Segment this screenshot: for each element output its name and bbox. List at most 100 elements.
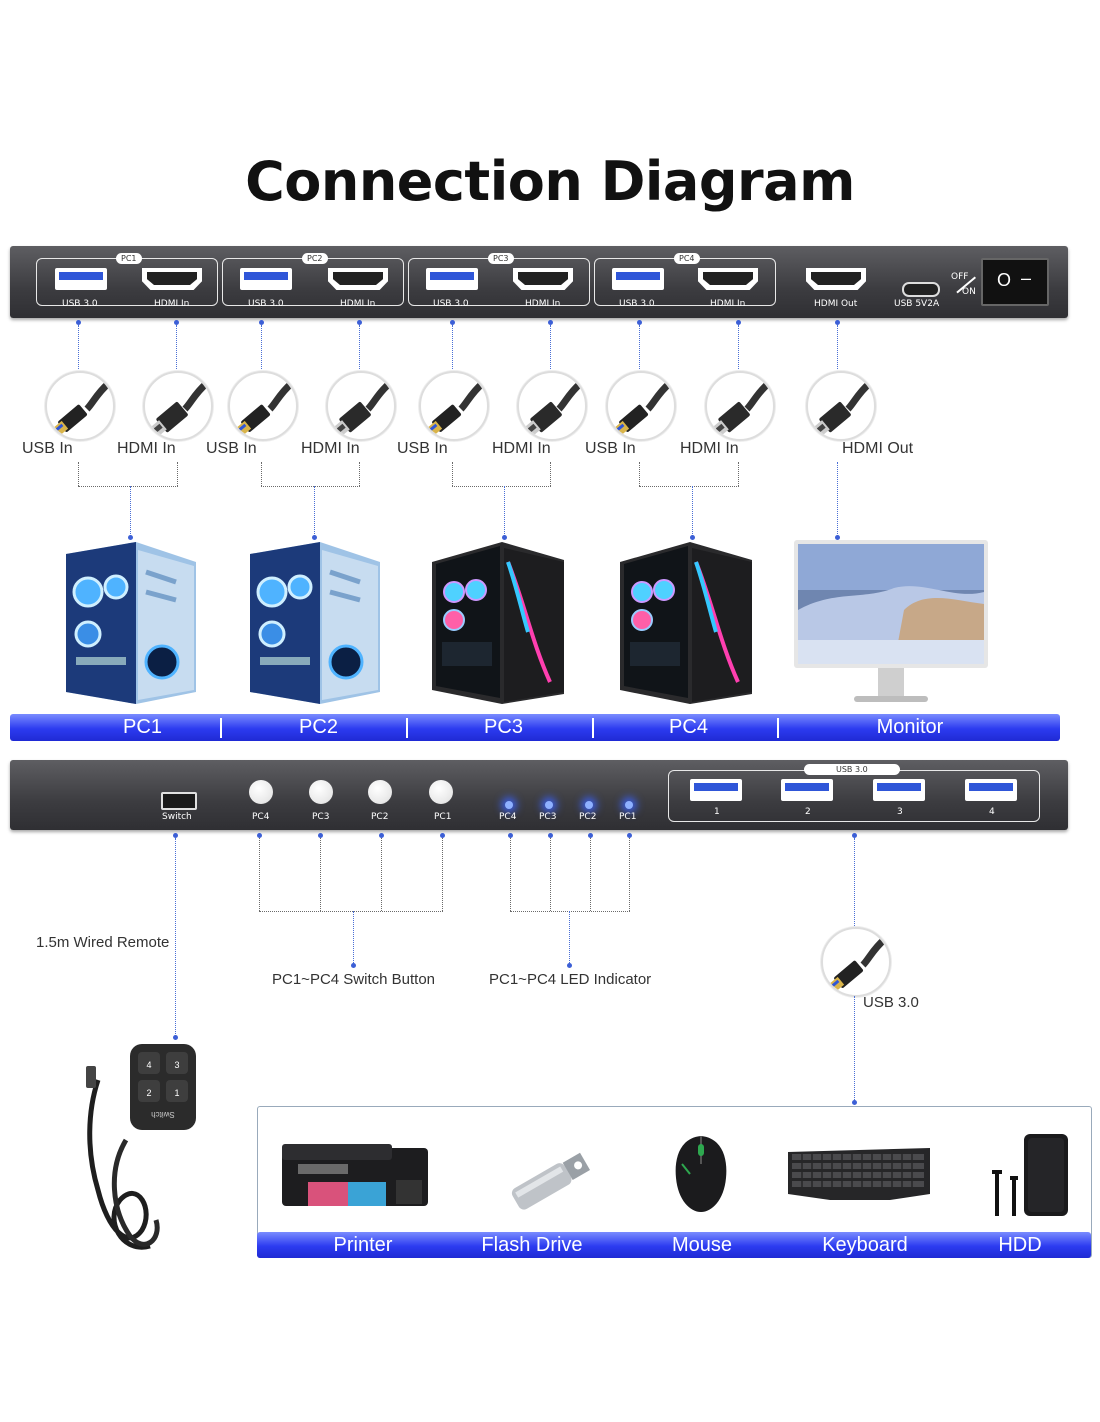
switch-button-pc4[interactable] — [249, 780, 273, 804]
connector-line — [78, 325, 79, 369]
connector-dot — [440, 833, 445, 838]
cable-label: HDMI Out — [842, 440, 914, 457]
hdmi-port-label-pc3: HDMI In — [525, 299, 561, 309]
connector-dot — [852, 833, 857, 838]
bracket-line — [381, 838, 382, 911]
connector-line — [854, 838, 855, 926]
button-label: PC3 — [312, 812, 330, 822]
bar-label-keyboard: Keyboard — [822, 1234, 908, 1256]
bracket-line — [639, 486, 739, 487]
bracket-line — [359, 462, 360, 486]
power-on-label: ON — [962, 287, 976, 297]
connector-line — [314, 486, 315, 536]
pc-tower-image-pc3 — [432, 542, 564, 704]
pc-tower-image-pc2 — [250, 542, 380, 704]
bracket-line — [629, 838, 630, 911]
pc-tower-image-pc4 — [620, 542, 752, 704]
remote-key-3: 3 — [174, 1060, 179, 1070]
usb-in-port-pc3 — [426, 268, 478, 290]
button-label: PC4 — [252, 812, 270, 822]
annotation-usb: USB 3.0 — [863, 994, 919, 1011]
led-indicator-pc1 — [625, 801, 633, 809]
remote-key-4: 4 — [146, 1060, 151, 1070]
hdmi-out-label: HDMI Out — [814, 299, 858, 309]
connector-dot — [76, 320, 81, 325]
connector-dot — [128, 535, 133, 540]
connector-dot — [835, 320, 840, 325]
connector-line — [692, 486, 693, 536]
front-usb-port-number: 3 — [897, 807, 903, 817]
connector-dot — [379, 833, 384, 838]
connector-line — [854, 996, 855, 1102]
bracket-line — [639, 462, 640, 486]
hdmi-in-port-pc3 — [513, 268, 573, 290]
connector-dot — [690, 535, 695, 540]
usb-a-cable-icon — [606, 371, 676, 441]
connector-line — [837, 325, 838, 369]
connector-dot — [257, 833, 262, 838]
bar-label-hdd: HDD — [998, 1234, 1042, 1256]
bar-label-pc3: PC3 — [484, 716, 523, 738]
connector-dot — [548, 833, 553, 838]
connector-dot — [736, 320, 741, 325]
connector-dot — [548, 320, 553, 325]
hdmi-in-port-pc4 — [698, 268, 758, 290]
mouse-image — [672, 1134, 730, 1214]
usb-a-cable-icon — [228, 371, 298, 441]
connector-dot — [637, 320, 642, 325]
device-label-bar-bottom: Printer Flash Drive Mouse Keyboard HDD — [257, 1232, 1091, 1258]
connector-dot — [567, 963, 572, 968]
power-rocker-switch[interactable]: O – — [981, 258, 1049, 306]
connector-line — [550, 325, 551, 369]
usb-port-label-pc3: USB 3.0 — [433, 299, 469, 309]
hdmi-cable-icon — [705, 371, 775, 441]
group-tag-pc2: PC2 — [302, 253, 328, 264]
hdmi-port-label-pc1: HDMI In — [154, 299, 190, 309]
switch-button-pc2[interactable] — [368, 780, 392, 804]
bracket-line — [550, 838, 551, 911]
bar-label-monitor: Monitor — [876, 716, 944, 738]
device-label-bar-top: PC1 PC2 PC3 PC4 Monitor — [10, 714, 1060, 741]
connector-dot — [502, 535, 507, 540]
rocker-off-symbol: O — [997, 270, 1012, 290]
cable-label: HDMI In — [492, 440, 551, 457]
connector-dot — [508, 833, 513, 838]
bracket-line — [510, 838, 511, 911]
bracket-line — [320, 838, 321, 911]
bar-label-pc4: PC4 — [669, 716, 708, 738]
cable-label: USB In — [397, 440, 448, 457]
connector-line — [359, 325, 360, 369]
connector-dot — [588, 833, 593, 838]
led-indicator-pc3 — [545, 801, 553, 809]
front-usb-port-number: 4 — [989, 807, 995, 817]
usb-in-port-pc4 — [612, 268, 664, 290]
connector-line — [176, 325, 177, 369]
bracket-line — [590, 838, 591, 911]
usb-port-label-pc1: USB 3.0 — [62, 299, 98, 309]
led-label: PC1 — [619, 812, 637, 822]
usb-port-label-pc2: USB 3.0 — [248, 299, 284, 309]
led-indicator-pc4 — [505, 801, 513, 809]
connector-line — [738, 325, 739, 369]
connector-line — [452, 325, 453, 369]
hdmi-cable-icon — [326, 371, 396, 441]
bracket-line — [452, 462, 453, 486]
hdmi-out-port — [806, 268, 866, 290]
hdmi-in-port-pc2 — [328, 268, 388, 290]
annotation-wired-remote: 1.5m Wired Remote — [36, 934, 170, 951]
switch-button-pc1[interactable] — [429, 780, 453, 804]
cable-label: HDMI In — [301, 440, 360, 457]
bracket-line — [259, 911, 443, 912]
cable-label: USB In — [22, 440, 73, 457]
hdmi-port-label-pc2: HDMI In — [340, 299, 376, 309]
connector-line — [353, 911, 354, 965]
remote-key-2: 2 — [146, 1088, 151, 1098]
switch-button-pc3[interactable] — [309, 780, 333, 804]
rocker-on-symbol: – — [1021, 268, 1032, 288]
monitor-image — [794, 540, 988, 706]
connector-dot — [174, 320, 179, 325]
cable-label: USB In — [206, 440, 257, 457]
bracket-line — [261, 486, 360, 487]
connector-dot — [259, 320, 264, 325]
usb-a-cable-icon — [45, 371, 115, 441]
